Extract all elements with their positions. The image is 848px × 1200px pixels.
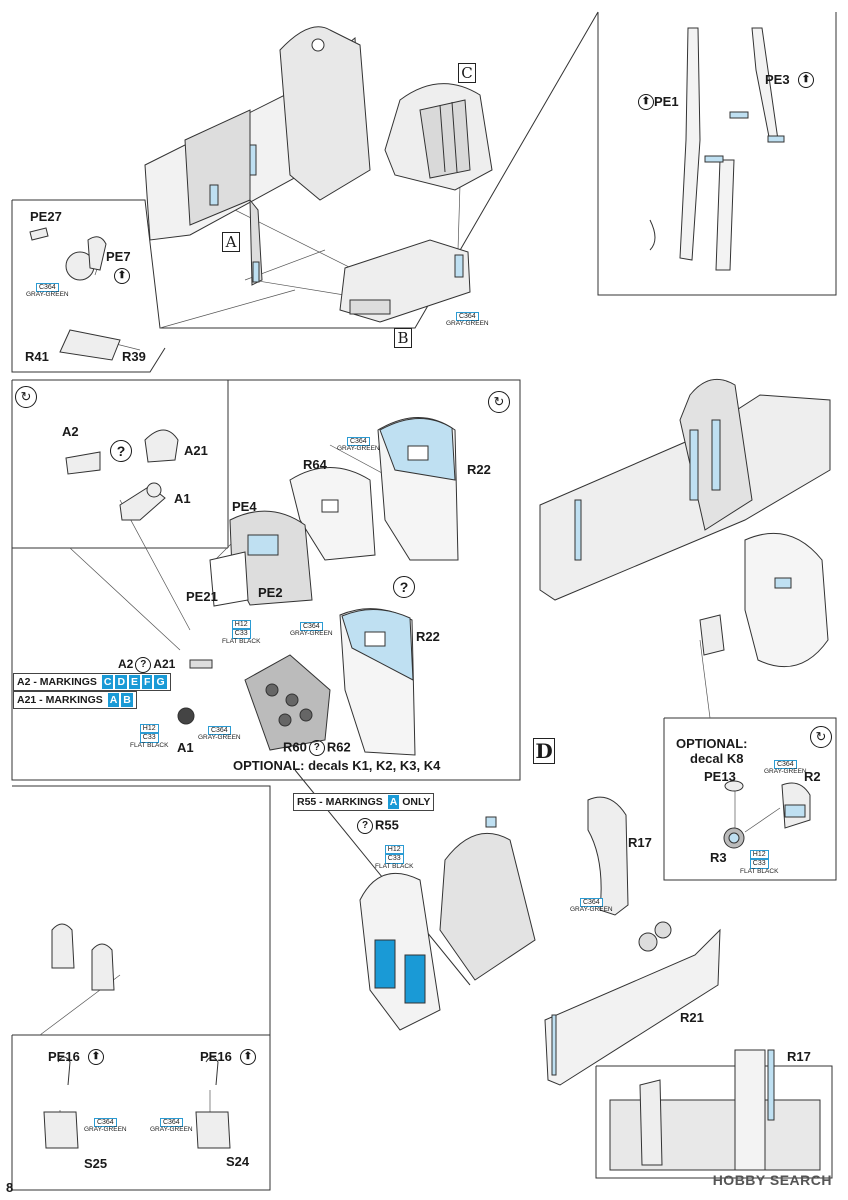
optional-decals-k: OPTIONAL: decals K1, K2, K3, K4	[233, 758, 441, 773]
part-r64: R64	[303, 457, 327, 472]
cockpit-step-d	[359, 796, 721, 1086]
flip-icon: ⬆	[798, 72, 814, 88]
turn-over-icon: ↻	[488, 391, 510, 413]
choice-icon: ?	[308, 740, 325, 756]
choice-icon: ?	[393, 576, 415, 598]
page-number: 8	[6, 1180, 14, 1195]
part-r39: R39	[122, 349, 146, 364]
frame-pe13-box	[663, 717, 837, 881]
part-r17: R17	[628, 835, 652, 850]
part-pe27: PE27	[30, 209, 62, 224]
frame-belts-box	[597, 12, 837, 296]
part-a21: A21	[184, 443, 208, 458]
part-r2: R2	[804, 769, 821, 784]
frame-pe16-box	[11, 1035, 271, 1191]
part-s24: S24	[226, 1154, 250, 1169]
part-a2: A2	[62, 424, 79, 439]
choice-icon: ?	[110, 440, 132, 462]
part-pe4: PE4	[232, 499, 257, 514]
part-pe16: PE16	[48, 1049, 80, 1064]
part-pe1: PE1	[654, 94, 679, 109]
part-r3: R3	[710, 850, 727, 865]
instrument-panel-lower	[177, 608, 416, 756]
part-pe2: PE2	[258, 585, 283, 600]
frame-pe27-box	[11, 200, 166, 373]
turn-over-icon: ↻	[15, 386, 37, 408]
part-r17: R17	[787, 1049, 811, 1064]
part-pe3: PE3	[765, 72, 790, 87]
part-pe16: PE16	[200, 1049, 232, 1064]
instrument-panel-upper	[209, 417, 459, 607]
cockpit-assembled-right	[539, 378, 831, 668]
part-pe7: PE7	[106, 249, 131, 264]
step-box-a: A	[222, 232, 240, 252]
step-box-b: B	[394, 328, 412, 348]
a2-a21-choice-label: A2?A21	[118, 657, 176, 673]
step-box-c: C	[458, 63, 476, 83]
part-a1: A1	[177, 740, 194, 755]
part-r22: R22	[467, 462, 491, 477]
flip-icon: ⬆	[88, 1049, 104, 1065]
seat-c	[384, 83, 493, 191]
optional-decal-k8-line1: OPTIONAL:	[676, 736, 748, 751]
optional-decal-k8-line2: decal K8	[690, 751, 744, 766]
part-r41: R41	[25, 349, 49, 364]
r60-r62-choice-label: R60?R62	[283, 739, 351, 756]
part-r22: R22	[416, 629, 440, 644]
part-r21: R21	[680, 1010, 704, 1025]
step-box-d: D	[533, 738, 555, 764]
flip-icon: ⬆	[114, 268, 130, 284]
frame-instrument-panel	[11, 379, 521, 781]
watermark: HOBBY SEARCH	[712, 1172, 832, 1188]
turn-over-icon: ↻	[810, 726, 832, 748]
rudder-pedals	[43, 923, 231, 1149]
frame-pe16-area	[12, 785, 271, 1036]
part-s25: S25	[84, 1156, 108, 1171]
flip-icon: ⬆	[240, 1049, 256, 1065]
markings-r55: R55 - MARKINGS A ONLY	[293, 793, 435, 811]
pe13-parts	[723, 780, 811, 849]
floor-b	[339, 239, 471, 323]
pe7-assembly	[29, 227, 121, 361]
part-a1: A1	[174, 491, 191, 506]
r55-choice-label: ?R55	[355, 818, 399, 834]
flip-icon: ⬆	[638, 94, 654, 110]
a-parts	[65, 429, 179, 521]
r17-detail	[609, 1049, 821, 1171]
choice-icon: ?	[357, 818, 373, 834]
cockpit-frame-step-1	[144, 26, 371, 286]
part-pe13: PE13	[704, 769, 736, 784]
part-pe21: PE21	[186, 589, 218, 604]
choice-icon: ?	[135, 657, 152, 673]
harness-belts	[649, 27, 785, 271]
